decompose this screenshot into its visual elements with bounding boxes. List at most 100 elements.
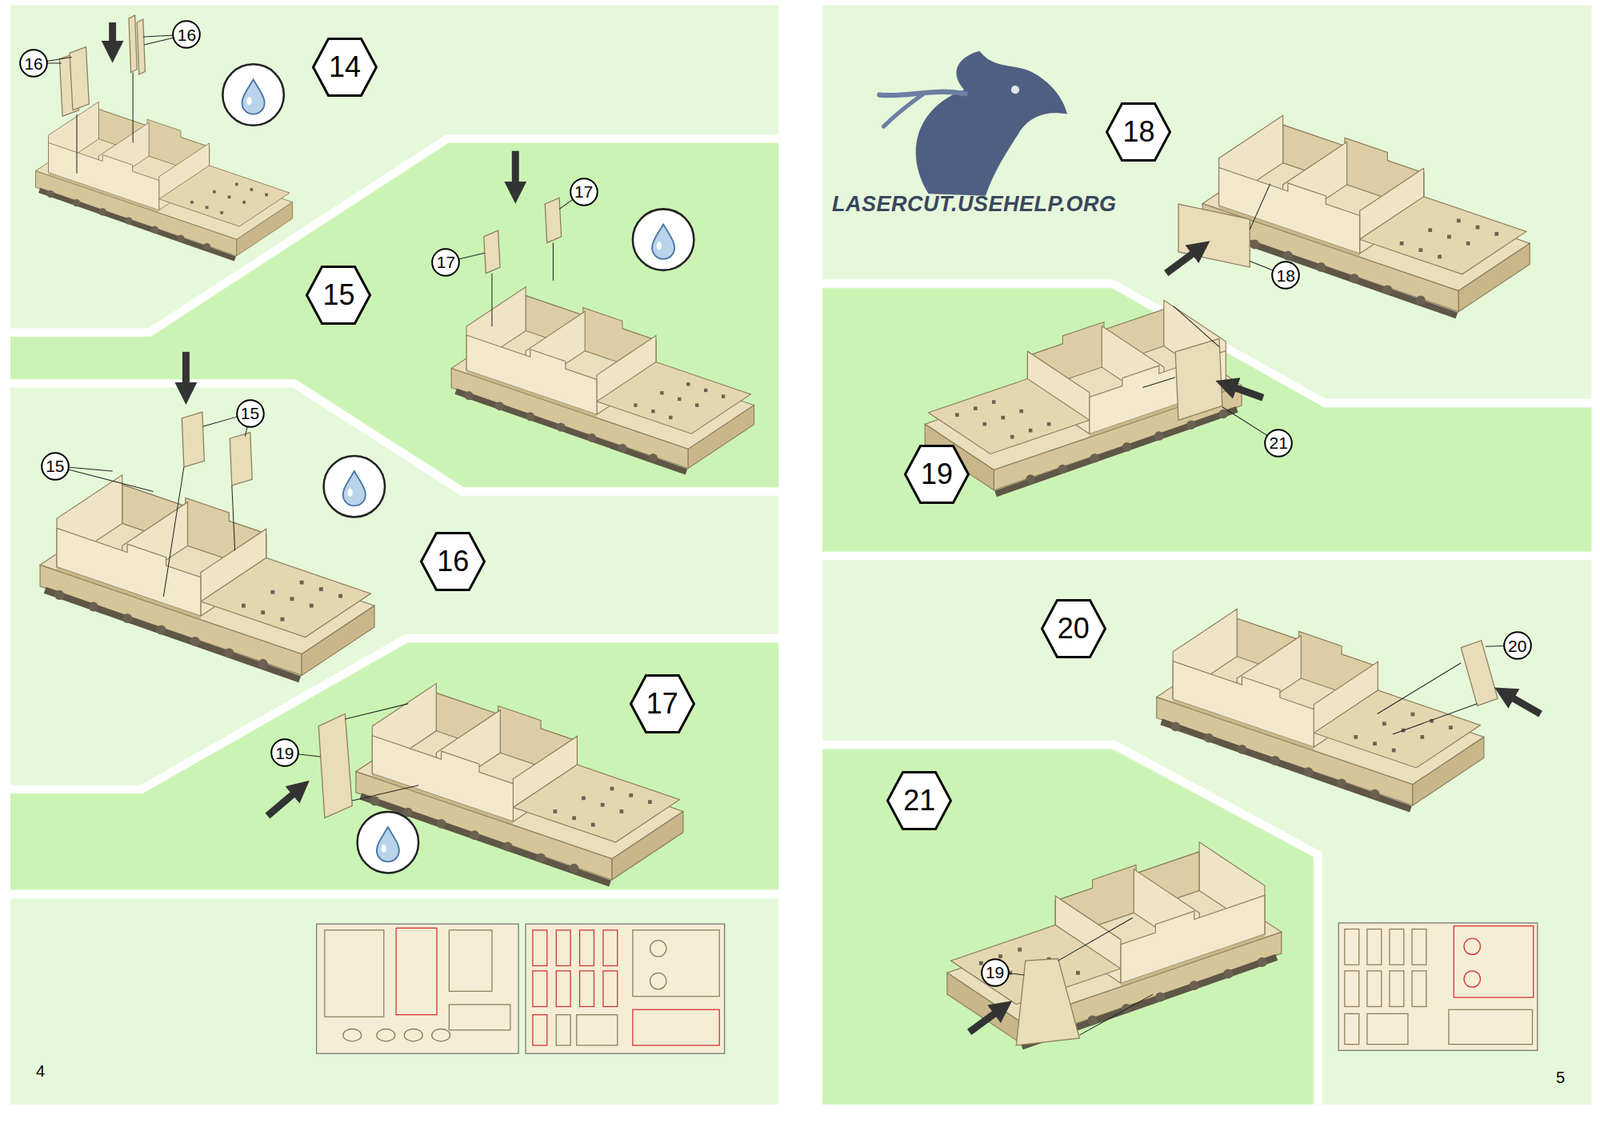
- inserted-parts-part: [318, 714, 352, 819]
- inserted-parts-part: [544, 197, 561, 243]
- glue-icons-part-part: [324, 456, 386, 518]
- callout-number: 16: [24, 54, 43, 73]
- part-sheets-part: [1464, 971, 1480, 988]
- dragon-logo: [879, 51, 1068, 196]
- inserted-parts-part: [229, 432, 252, 486]
- text-holder: 20: [1503, 631, 1532, 660]
- leader-lines-part: [163, 467, 184, 597]
- text-holder: 16: [19, 48, 48, 78]
- callout-circle: 17: [569, 177, 599, 207]
- part-sheets-part: [396, 928, 437, 1015]
- leader-lines-part: [1249, 184, 1271, 230]
- callout-number: 17: [436, 252, 456, 272]
- circle-shape: [20, 49, 48, 77]
- step-hexagon: 21: [886, 771, 952, 831]
- callout-circle: 17: [431, 248, 460, 277]
- text-holder: 15: [40, 452, 70, 481]
- inserted-parts-part: [136, 19, 145, 75]
- direction-arrows-part: [267, 793, 294, 816]
- part-sheets-part: [603, 930, 618, 967]
- leader-lines: [33, 34, 1517, 1036]
- glue-icons-part-part: [632, 208, 695, 271]
- inserted-parts-part: [69, 47, 89, 111]
- callout-number: 20: [1508, 636, 1527, 656]
- part-sheets-part: [556, 930, 571, 967]
- direction-arrows-part: [969, 1012, 996, 1032]
- callout-number: 17: [574, 182, 593, 201]
- step-number: 19: [920, 458, 953, 491]
- part-sheets-part: [1448, 1009, 1533, 1044]
- callout-circle: 21: [1264, 428, 1293, 458]
- step-bands-part: [822, 744, 1319, 1105]
- callout-number: 19: [275, 744, 294, 763]
- part-sheets-part: [556, 1015, 571, 1046]
- step-hexagon: 16: [420, 532, 486, 592]
- text-holder: 17: [629, 674, 696, 734]
- glue-icons-part: [357, 812, 420, 874]
- step-number: 14: [328, 51, 361, 84]
- inserted-parts-part: [1175, 338, 1223, 420]
- inserted-parts-part: [1460, 640, 1498, 707]
- leader-lines-part: [55, 466, 153, 492]
- step-hexagon: 18: [1105, 102, 1172, 162]
- part-sheets-part: [1344, 1013, 1360, 1044]
- text-holder: 18: [1105, 102, 1172, 162]
- part-sheets-part: [576, 1015, 618, 1046]
- inserted-parts: [59, 15, 1498, 1046]
- part-sheets-part: [556, 971, 571, 1008]
- callout-number: 18: [1276, 266, 1295, 285]
- tank-hulls-part: [1202, 115, 1530, 316]
- part-sheets-part: [650, 972, 667, 989]
- text-holder: 19: [904, 444, 970, 504]
- direction-arrows-part: [1512, 697, 1541, 714]
- page-background-part: [10, 4, 779, 1104]
- leader-lines-part: [132, 72, 134, 144]
- circle-shape: [981, 959, 1009, 987]
- dragon-logo-part: [916, 51, 1068, 196]
- part-sheets-part: [532, 930, 548, 967]
- step-bands-part: [822, 749, 1313, 1105]
- step-bands-part: [10, 642, 779, 890]
- leader-lines-part: [491, 273, 492, 327]
- direction-arrows-part: [1234, 388, 1264, 399]
- step-hexagon: 15: [305, 265, 372, 325]
- part-sheets-part: [1344, 929, 1360, 966]
- part-sheets-part: [448, 930, 492, 992]
- circle-shape: [236, 400, 264, 428]
- part-sheets-part: [1412, 971, 1427, 1008]
- step-hexagon: 20: [1040, 599, 1107, 659]
- part-sheets-part: [1412, 929, 1427, 966]
- circle-shape: [41, 452, 69, 480]
- dragon-logo-part: [1011, 85, 1020, 94]
- text-holder: 15: [305, 265, 372, 325]
- inserted-parts-part: [181, 412, 204, 468]
- inserted-parts-part: [1016, 959, 1080, 1046]
- part-sheets-part: [1453, 926, 1533, 998]
- hexagon-shape: [421, 532, 485, 590]
- part-sheets-part: [448, 1004, 511, 1031]
- leader-lines-part: [232, 485, 236, 552]
- callout-circle: 15: [40, 452, 70, 481]
- circle-shape: [432, 248, 460, 276]
- part-sheets-part: [632, 1009, 720, 1046]
- tank-hulls-part: [356, 684, 684, 884]
- part-sheets-part: [532, 1015, 548, 1046]
- leader-lines-part: [1079, 994, 1153, 1036]
- text-holder: 16: [420, 532, 486, 592]
- part-sheets-part: [1344, 971, 1360, 1008]
- part-sheets-part: [316, 924, 519, 1054]
- circle-shape: [1504, 632, 1532, 660]
- step-number: 16: [436, 545, 469, 578]
- page-number: 5: [1556, 1068, 1565, 1088]
- part-sheets-part: [404, 1028, 423, 1041]
- glue-icons-part: [222, 64, 284, 126]
- callout-circle: 18: [1271, 260, 1300, 290]
- tank-hulls-part: [40, 475, 375, 680]
- leader-lines-part: [352, 785, 419, 801]
- tank-hulls-part: [947, 842, 1282, 1047]
- direction-arrows-part: [182, 352, 190, 385]
- hexagon-shape: [904, 446, 968, 504]
